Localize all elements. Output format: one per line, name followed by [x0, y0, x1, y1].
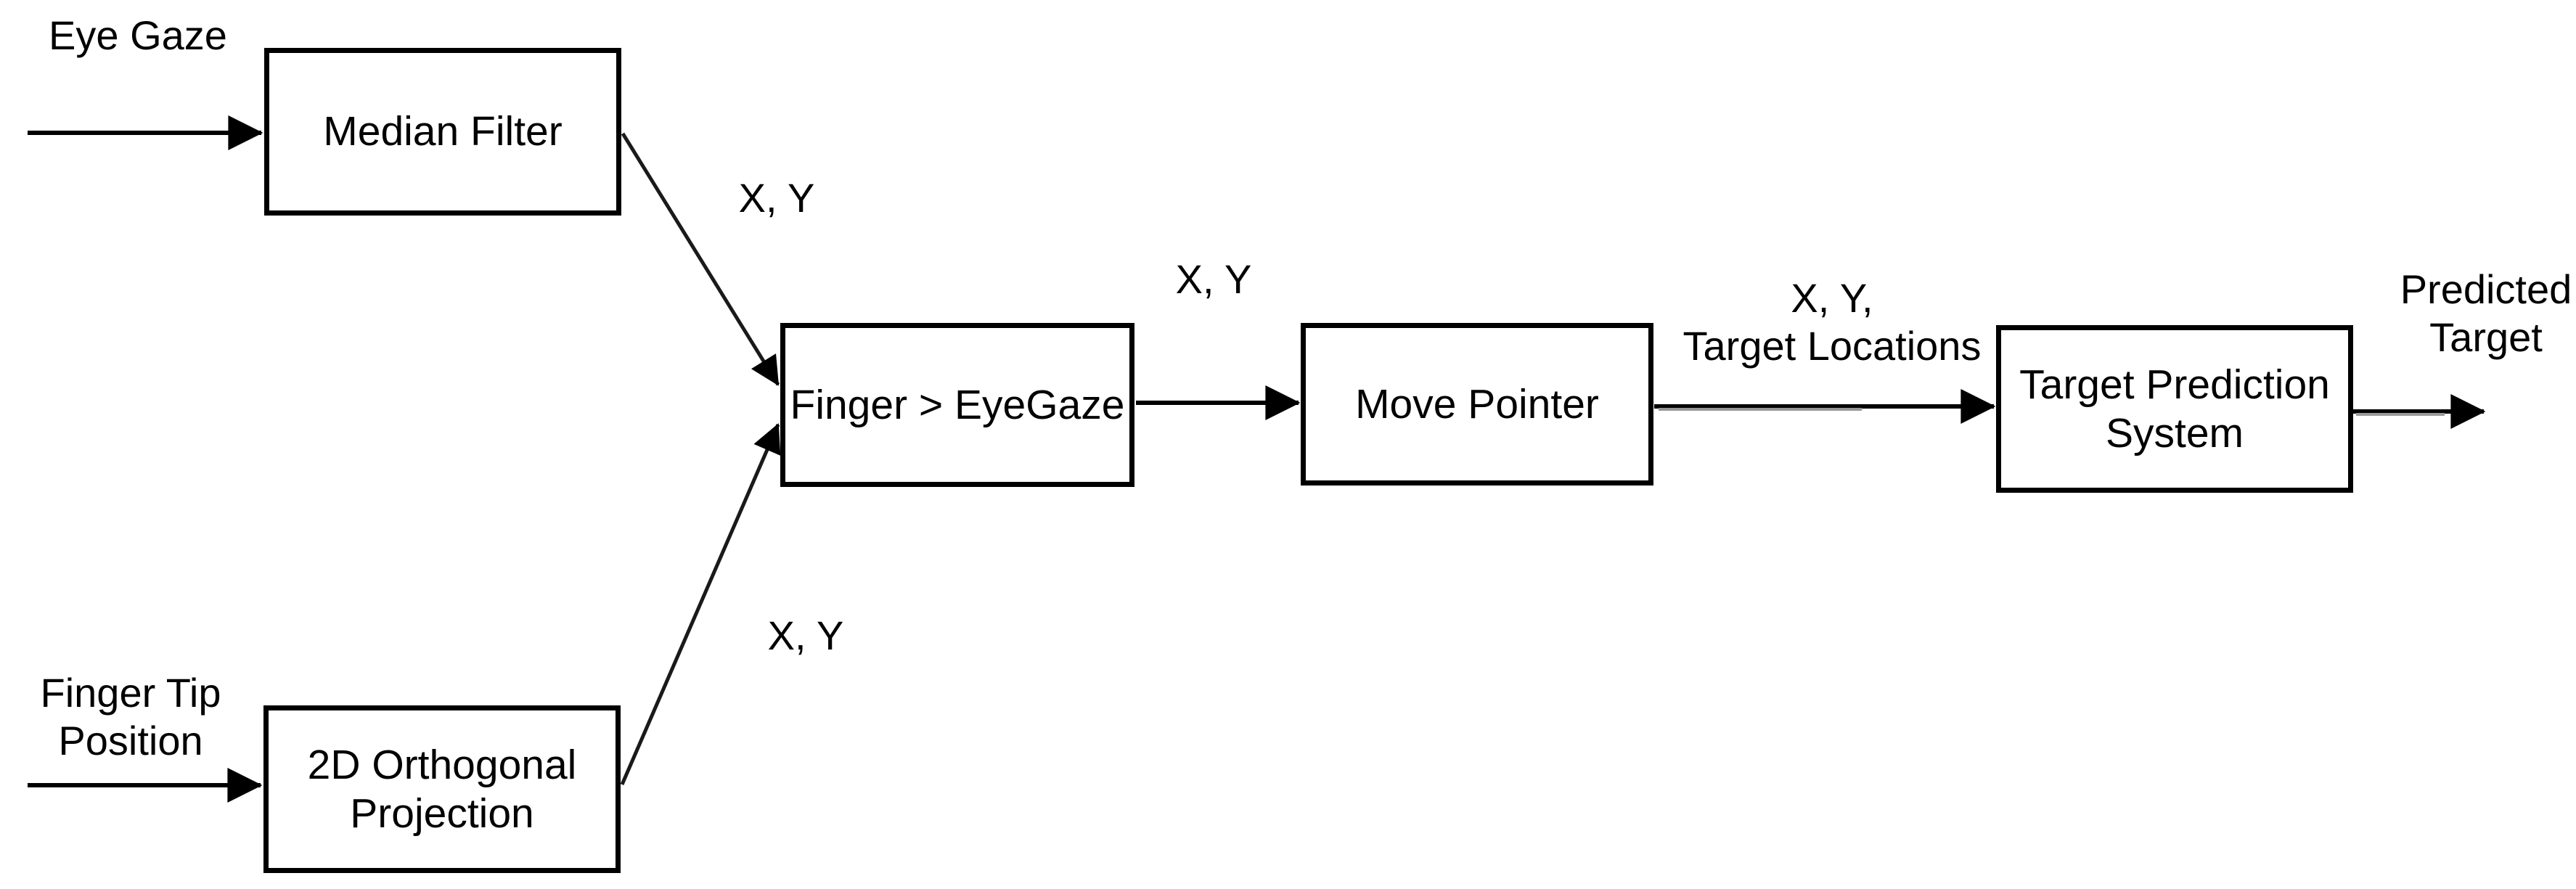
input-label-eye-gaze: Eye Gaze: [49, 12, 227, 58]
node-2d-orthogonal-projection: 2D Orthogonal Projection: [263, 705, 621, 873]
node-finger-eyegaze: Finger > EyeGaze: [780, 323, 1134, 487]
node-target-prediction-system: Target Prediction System: [1996, 325, 2353, 493]
edge-projection-to-finger-eyegaze: [620, 423, 781, 785]
node-median-filter: Median Filter: [264, 48, 621, 216]
edge-label-xy-to-move-pointer: X, Y: [1175, 256, 1252, 302]
edge-label-xy-target-locations: X, Y, Target Locations: [1682, 275, 1982, 369]
output-label-predicted-target: Predicted Target: [2400, 266, 2572, 361]
node-move-pointer: Move Pointer: [1301, 323, 1653, 486]
edge-median-filter-to-finger-eyegaze: [621, 132, 780, 386]
input-label-finger-tip-position: Finger Tip Position: [40, 670, 221, 764]
edge-label-xy-from-median-filter: X, Y: [738, 175, 815, 221]
edge-label-xy-from-projection: X, Y: [767, 613, 844, 658]
